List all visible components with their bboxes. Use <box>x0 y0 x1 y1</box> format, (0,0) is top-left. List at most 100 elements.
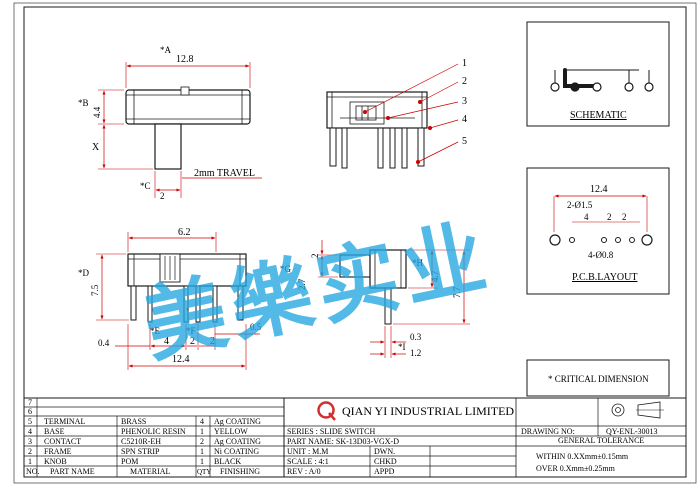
bom-row-material: PHENOLIC RESIN <box>121 427 186 436</box>
front-pitch-2a: 2 <box>190 336 195 347</box>
title-dwn: DWN. <box>374 447 395 456</box>
dim-d-value: 7.5 <box>90 284 100 296</box>
pcb-pitch-4: 4 <box>584 212 589 222</box>
title-scale: SCALE : 4:1 <box>287 457 329 466</box>
pcb-width: 12.4 <box>590 184 608 195</box>
callout-2: 2 <box>462 76 467 87</box>
front-top-width: 6.2 <box>178 227 191 238</box>
schematic-label: SCHEMATIC <box>570 110 627 121</box>
bom-row-part: TERMINAL <box>44 417 85 426</box>
front-overall-width: 12.4 <box>172 354 190 365</box>
schematic-symbol: SCHEMATIC <box>550 68 654 121</box>
dim-f-label: *F <box>186 326 196 336</box>
callout-5: 5 <box>462 136 467 147</box>
pcb-layout-box <box>526 167 670 295</box>
section-view: 1 2 3 4 5 <box>326 58 467 169</box>
dim-g-label: *G <box>280 264 292 274</box>
callout-1: 1 <box>462 58 467 69</box>
dim-e-label: *E <box>150 326 161 336</box>
dim-a-label: *A <box>160 45 172 55</box>
pcb-hole-small: 4-Ø0.8 <box>588 250 614 260</box>
bom-row-no: 3 <box>28 437 32 446</box>
bom-row-no: 7 <box>28 398 32 407</box>
pcb-hole-big: 2-Ø1.5 <box>567 200 593 210</box>
title-part-name: PART NAME: SK-13D03-VGX-D <box>287 437 399 446</box>
title-rev: REV : A/0 <box>287 467 321 476</box>
dim-g-value: 2.7 <box>297 278 307 290</box>
tolerance-over: OVER 0.Xmm±0.25mm <box>536 464 616 473</box>
title-chkd: CHKD <box>374 457 397 466</box>
pcb-label: P.C.B.LAYOUT <box>572 272 637 283</box>
dim-h-value: 4.7 <box>430 270 440 282</box>
tolerance-title: GENERAL TOLERANCE <box>558 436 644 445</box>
dim-h-label: *H <box>412 258 424 268</box>
front-pitch-2b: 2 <box>210 336 215 347</box>
bom-row-no: 4 <box>28 427 32 436</box>
bom-row-no: 1 <box>28 457 32 466</box>
bom-row-finishing: YELLOW <box>214 427 248 436</box>
bom-header-finishing: FINISHING <box>220 467 260 476</box>
callout-3: 3 <box>462 96 467 107</box>
projection-symbol <box>611 401 664 419</box>
bom-row-finishing: BLACK <box>214 457 241 466</box>
bom-row-material: POM <box>121 457 138 466</box>
front-pitch-4: 4 <box>164 336 169 347</box>
bom-row-qty: 1 <box>200 447 204 456</box>
bom-row-part: CONTACT <box>44 437 81 446</box>
pcb-pitch-2a: 2 <box>607 212 612 222</box>
bom-header-no: NO. <box>26 467 40 476</box>
dim-b-value: 4.4 <box>92 106 102 118</box>
top-view: *A 12.8 *B 4.4 X *C 2 2mm TRAVEL <box>78 45 262 201</box>
bom-row-qty: 2 <box>200 437 204 446</box>
dim-j-value: 0.3 <box>410 332 422 342</box>
dim-i-value: 1.2 <box>410 348 421 358</box>
bom-table: 7 6 5 TERMINAL BRASS 4 Ag COATING 4 BASE… <box>24 398 285 477</box>
bom-row-material: C5210R-EH <box>121 437 161 446</box>
bom-row-material: BRASS <box>121 417 146 426</box>
company-name: QIAN YI INDUSTRIAL LIMITED <box>342 404 514 418</box>
bom-row-qty: 1 <box>200 457 204 466</box>
pcb-layout: 12.4 2-Ø1.5 4 2 2 4-Ø0.8 P.C.B.LAYOUT <box>549 184 653 283</box>
bom-row-material: SPN STRIP <box>121 447 160 456</box>
bom-row-no: 6 <box>28 407 32 416</box>
drawing-no: QY-ENL-30013 <box>606 427 658 436</box>
critical-dimension-note: * CRITICAL DIMENSION <box>548 374 649 384</box>
bom-row-part: FRAME <box>44 447 72 456</box>
front-view: 6.2 *D 7.5 *E *F 4 2 2 0.4 0.5 12.4 <box>78 227 262 370</box>
bom-header-qty: QTY <box>197 468 211 476</box>
tolerance-within: WITHIN 0.XXmm±0.15mm <box>536 452 629 461</box>
title-appd: APPD <box>374 467 395 476</box>
critical-note-box <box>526 359 670 397</box>
bom-row-qty: 4 <box>200 417 204 426</box>
dim-c-label: *C <box>140 181 151 191</box>
side-view: 2 *G 2.7 *H 4.7 7.7 0.3 *I 1.2 <box>280 240 470 358</box>
dim-c-value: 2 <box>160 191 165 201</box>
outer-border <box>23 6 687 478</box>
bom-row-finishing: Ni COATING <box>214 447 259 456</box>
side-dim-top: 2 <box>310 254 320 259</box>
frame-border <box>13 2 697 484</box>
side-overall-height: 7.7 <box>452 286 462 298</box>
dim-d-label: *D <box>78 268 90 278</box>
bom-row-no: 5 <box>28 417 32 426</box>
bom-row-finishing: Ag COATING <box>214 417 261 426</box>
schematic-box <box>526 21 670 127</box>
front-pin-width: 0.5 <box>250 322 262 332</box>
dim-b-label: *B <box>78 98 89 108</box>
bom-row-finishing: Ag COATING <box>214 437 261 446</box>
bom-header-material: MATERIAL <box>130 467 171 476</box>
bom-row-qty: 1 <box>200 427 204 436</box>
title-series: SERIES : SLIDE SWITCH <box>287 427 375 436</box>
front-left-offset: 0.4 <box>98 338 110 348</box>
dim-a-value: 12.8 <box>176 54 194 65</box>
dim-i-label: *I <box>398 342 406 352</box>
bom-row-part: KNOB <box>44 457 67 466</box>
drawing-no-label: DRAWING NO: <box>521 427 575 436</box>
callout-4: 4 <box>462 114 467 125</box>
bom-row-no: 2 <box>28 447 32 456</box>
bom-row-part: BASE <box>44 427 65 436</box>
title-unit: UNIT : M.M <box>287 447 328 456</box>
pcb-pitch-2b: 2 <box>622 212 627 222</box>
